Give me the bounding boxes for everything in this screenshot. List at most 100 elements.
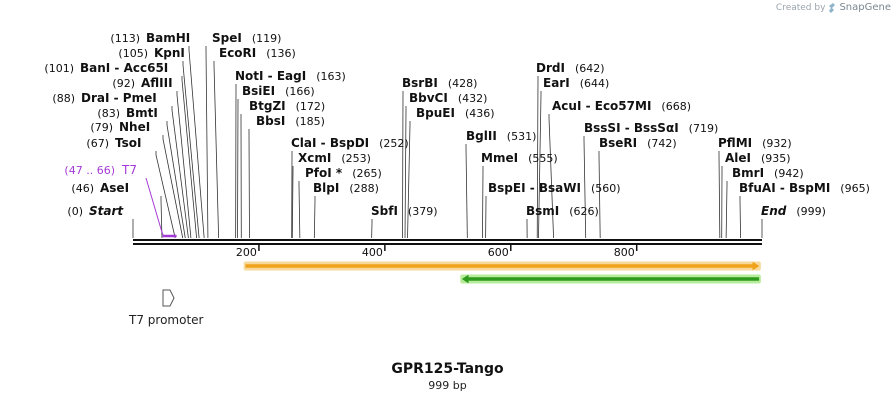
site-ecori: EcoRI (136) xyxy=(213,46,296,239)
site-name: AleI xyxy=(725,151,751,165)
site-name: PfoI * xyxy=(305,166,343,180)
site-name: KpnI xyxy=(154,46,185,60)
site-bsiei: BsiEI (166) xyxy=(237,84,315,239)
site-name: XcmI xyxy=(298,151,331,165)
site-name: BsmI xyxy=(526,204,559,218)
site-name: EarI xyxy=(543,76,570,90)
site-name: ClaI - BspDI xyxy=(291,136,369,150)
site-name: EcoRI xyxy=(219,46,256,60)
site-position: (101) xyxy=(44,62,74,75)
site-asei: AseI(46) xyxy=(71,181,163,239)
site-pfoi: PfoI * (265) xyxy=(298,166,382,239)
site-name: BmtI xyxy=(126,106,158,120)
site-connector xyxy=(482,166,484,239)
site-afliii: AflIII(92) xyxy=(112,76,192,239)
site-blpi: BlpI(288) xyxy=(313,181,379,239)
site-position: (0) xyxy=(67,205,83,218)
site-drdi: DrdI (642) xyxy=(536,61,605,239)
site-name: Start xyxy=(89,204,124,218)
site-connector xyxy=(176,91,192,239)
site-name: SbfI xyxy=(371,204,398,218)
site-position: (136) xyxy=(266,47,296,60)
feature-arrow xyxy=(461,274,760,284)
site-xcmi: XcmI (253) xyxy=(291,151,371,239)
site-name: BseRI xyxy=(599,136,637,150)
site-bbsi: BbsI(185) xyxy=(248,114,325,239)
site-position: (253) xyxy=(341,152,371,165)
site-name: DraI - PmeI xyxy=(81,91,157,105)
site-bfuai: BfuAI - BspMI(965) xyxy=(739,181,870,239)
site-position: (166) xyxy=(285,85,315,98)
site-name: BamHI xyxy=(146,31,190,45)
site-position: (428) xyxy=(448,77,478,90)
primer-connector xyxy=(145,177,164,236)
ruler-tick-label: 600 xyxy=(488,246,509,259)
site-position: (644) xyxy=(580,77,610,90)
site-nhei: NheI (79) xyxy=(90,120,184,239)
site-name: AcuI - Eco57MI xyxy=(552,99,651,113)
site-position: (531) xyxy=(507,130,537,143)
site-position: (163) xyxy=(316,70,346,83)
site-bmti: BmtI(83) xyxy=(97,106,186,239)
site-position: (252) xyxy=(379,137,409,150)
site-connector xyxy=(548,114,554,239)
site-connector xyxy=(465,144,468,239)
site-connector xyxy=(298,181,301,239)
site-connector xyxy=(188,46,205,239)
site-connector xyxy=(718,151,721,239)
map-title: GPR125-Tango xyxy=(391,361,504,377)
site-position: (999) xyxy=(796,205,826,218)
site-name: DrdI xyxy=(536,61,565,75)
site-connector xyxy=(536,76,539,239)
site-position: (105) xyxy=(118,47,148,60)
site-name: BbsI xyxy=(256,114,285,128)
site-position: (265) xyxy=(352,167,382,180)
site-start: Start (0) xyxy=(67,204,134,238)
credit-prefix: Created by xyxy=(775,2,826,13)
site-connector xyxy=(213,61,220,239)
primer-name: T7 xyxy=(121,163,137,177)
site-connector xyxy=(182,61,200,239)
site-name: BmrI xyxy=(732,166,764,180)
site-sbfi: SbfI(379) xyxy=(371,204,438,239)
site-name: AflIII xyxy=(141,76,173,90)
site-position: (436) xyxy=(465,107,495,120)
promoter-label: T7 promoter xyxy=(129,313,204,327)
site-name: BpuEI xyxy=(416,106,455,120)
site-name: NheI xyxy=(119,120,150,134)
site-position: (88) xyxy=(52,92,75,105)
site-acui: AcuI - Eco57MI(668) xyxy=(548,99,691,239)
site-position: (642) xyxy=(575,62,605,75)
site-bspei: BspEI - BsaWI (560) xyxy=(485,181,621,239)
site-bbvci: BbvCI(432) xyxy=(404,91,487,239)
site-name: BlpI xyxy=(313,181,339,195)
ruler-tick-label: 400 xyxy=(362,246,383,259)
site-drai: DraI - PmeI (88) xyxy=(52,91,189,239)
site-connector xyxy=(181,76,197,239)
site-position: (555) xyxy=(528,152,558,165)
site-name: TsoI xyxy=(115,136,141,150)
site-name: NotI - EagI xyxy=(235,69,306,83)
site-connector xyxy=(160,196,163,239)
site-position: (560) xyxy=(591,182,621,195)
site-position: (79) xyxy=(90,121,113,134)
site-position: (626) xyxy=(569,205,599,218)
site-name: BspEI - BsaWI xyxy=(488,181,581,195)
site-connector xyxy=(402,91,404,239)
site-connector xyxy=(155,151,176,239)
site-end: End(999) xyxy=(761,204,826,238)
site-bpuei: BpuEI (436) xyxy=(407,106,495,239)
site-connector xyxy=(407,121,411,239)
primer-t7: (47 .. 66)T7 xyxy=(64,163,177,238)
site-position: (67) xyxy=(86,137,109,150)
site-position: (965) xyxy=(840,182,870,195)
site-mmei: MmeI(555) xyxy=(481,151,558,239)
site-name: BsrBI xyxy=(402,76,438,90)
site-eari: EarI (644) xyxy=(538,76,610,239)
site-pflmi: PflMI(932) xyxy=(718,136,792,239)
site-name: BsiEI xyxy=(242,84,275,98)
credit-brand: SnapGene xyxy=(839,2,891,13)
site-connector xyxy=(725,181,728,239)
site-position: (742) xyxy=(647,137,677,150)
